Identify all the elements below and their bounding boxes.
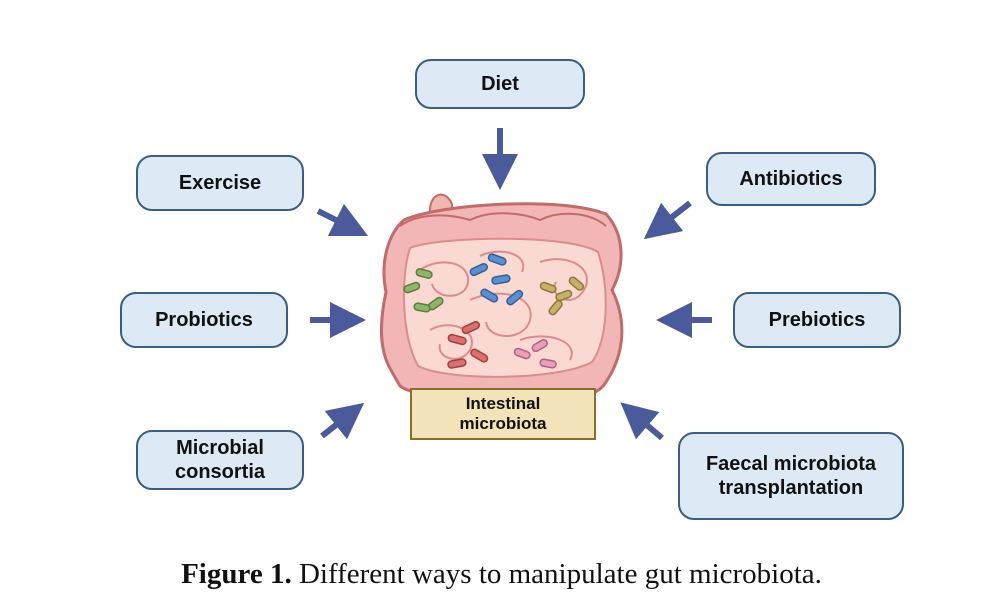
node-antibiotics: Antibiotics: [706, 152, 876, 206]
node-faecal-transplant: Faecal microbiota transplantation: [678, 432, 904, 520]
center-label: Intestinal microbiota: [410, 388, 596, 440]
intestine-illustration: [379, 193, 624, 438]
arrows: [310, 128, 712, 441]
arrow-faecal: [620, 402, 664, 441]
arrow-antibiotics: [643, 200, 692, 240]
node-probiotics: Probiotics: [120, 292, 288, 348]
caption-text: Different ways to manipulate gut microbi…: [291, 558, 822, 590]
node-diet: Diet: [415, 59, 585, 109]
arrow-exercise: [316, 203, 369, 237]
node-microbial-consortia: Microbial consortia: [136, 430, 304, 490]
arrow-consortia: [320, 402, 365, 440]
figure-caption: Figure 1. Different ways to manipulate g…: [0, 558, 1003, 591]
node-exercise: Exercise: [136, 155, 304, 211]
caption-label: Figure 1.: [181, 558, 292, 590]
node-prebiotics: Prebiotics: [733, 292, 901, 348]
